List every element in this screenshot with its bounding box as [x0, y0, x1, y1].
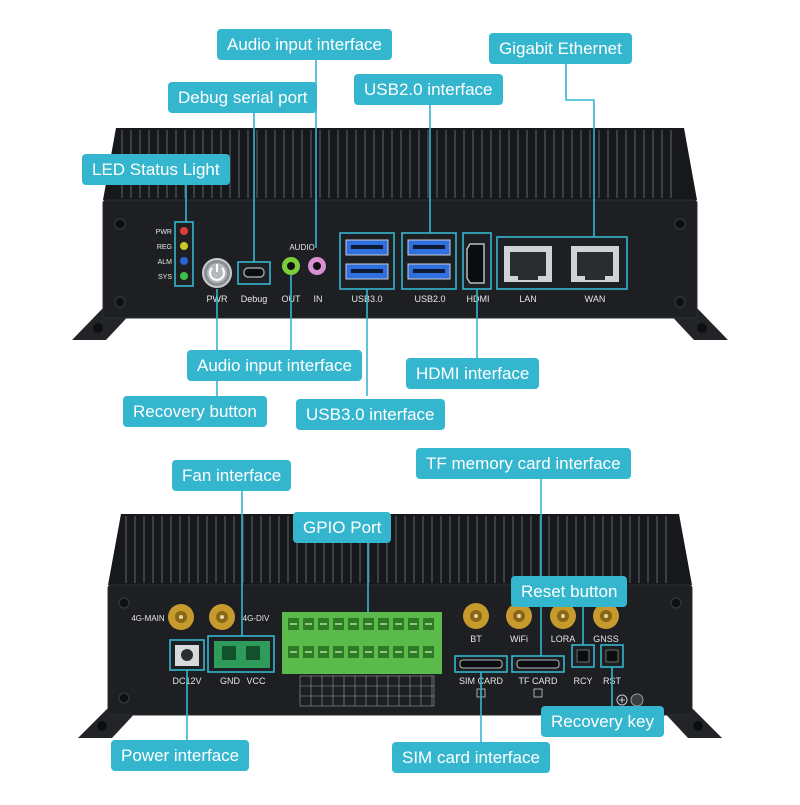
bottom-leader-lines [186, 476, 613, 742]
antenna-4g-div[interactable] [209, 604, 235, 630]
antenna-4g-main[interactable] [168, 604, 194, 630]
hdmi-label: HDMI [467, 294, 490, 304]
callout-sim-card-interface: SIM card interface [392, 742, 550, 773]
top-heatsink-fins [103, 128, 697, 200]
gpio-terminal-block[interactable] [282, 612, 442, 674]
antenna-lora[interactable] [550, 603, 576, 629]
led-label-reg: REG [157, 244, 172, 251]
antenna-gnss[interactable] [593, 603, 619, 629]
recovery-key[interactable] [571, 644, 595, 668]
led-reg-indicator [180, 242, 188, 250]
dc-power-jack[interactable] [169, 639, 205, 671]
led-alm-indicator [180, 257, 188, 265]
front-unit: PWR REG ALM SYS PWR Debug AUDIO [72, 128, 728, 340]
callout-power-interface: Power interface [111, 740, 250, 771]
callout-usb3-interface: USB3.0 interface [296, 399, 445, 430]
callout-tf-memory-card-interface: TF memory card interface [416, 448, 631, 479]
callout-reset-button: Reset button [511, 576, 628, 607]
led-label-sys: SYS [158, 274, 172, 281]
bottom-heatsink-fins [108, 514, 692, 585]
callout-hdmi-interface: HDMI interface [406, 358, 540, 389]
tf-card-label: TF CARD [519, 676, 558, 686]
gpio-pin-legend [299, 675, 435, 707]
led-sys-indicator [180, 272, 188, 280]
antenna-wifi[interactable] [506, 603, 532, 629]
lan-label: LAN [519, 294, 537, 304]
ant-4g-div-label: 4G-DIV [243, 614, 270, 623]
debug-label: Debug [241, 294, 268, 304]
audio-title-label: AUDIO [289, 243, 314, 252]
rcy-label: RCY [573, 676, 592, 686]
led-status-group: PWR REG ALM SYS [156, 221, 194, 287]
callout-debug-serial-port: Debug serial port [168, 82, 318, 113]
wan-label: WAN [585, 294, 606, 304]
usb2-label: USB2.0 [414, 294, 445, 304]
antenna-bt[interactable] [463, 603, 489, 629]
bt-label: BT [470, 634, 482, 644]
usb2-ports[interactable] [401, 232, 457, 290]
audio-in-label: IN [314, 294, 323, 304]
lan-port[interactable] [504, 246, 552, 282]
ground-terminal [616, 693, 644, 707]
hdmi-port[interactable] [462, 232, 492, 290]
audio-in-jack[interactable] [308, 257, 326, 275]
rear-unit: 4G-MAIN 4G-DIV DC12V GND VCC [78, 514, 722, 738]
led-label-alm: ALM [158, 259, 173, 266]
lora-label: LORA [551, 634, 576, 644]
wifi-label: WiFi [510, 634, 528, 644]
vcc-label: VCC [246, 676, 266, 686]
wan-port[interactable] [571, 246, 619, 282]
callout-audio-input-top: Audio input interface [217, 29, 392, 60]
sim-card-slot[interactable] [454, 655, 508, 673]
audio-out-jack[interactable] [282, 257, 300, 275]
callout-recovery-key: Recovery key [541, 706, 664, 737]
ant-4g-main-label: 4G-MAIN [131, 614, 165, 623]
callout-recovery-button: Recovery button [123, 396, 267, 427]
led-label-pwr: PWR [156, 229, 172, 236]
usb3-ports[interactable] [339, 232, 395, 290]
gnd-label: GND [220, 676, 241, 686]
led-pwr-indicator [180, 227, 188, 235]
tf-card-slot[interactable] [511, 655, 565, 673]
callout-gigabit-ethernet: Gigabit Ethernet [489, 33, 632, 64]
fan-connector[interactable] [207, 635, 275, 673]
callout-gpio-port: GPIO Port [293, 512, 392, 543]
callout-usb2-interface: USB2.0 interface [354, 74, 503, 105]
gnss-label: GNSS [593, 634, 619, 644]
callout-audio-input-bottom: Audio input interface [187, 350, 362, 381]
callout-led-status-light: LED Status Light [82, 154, 230, 185]
power-button[interactable] [202, 258, 232, 288]
callout-fan-interface: Fan interface [172, 460, 292, 491]
